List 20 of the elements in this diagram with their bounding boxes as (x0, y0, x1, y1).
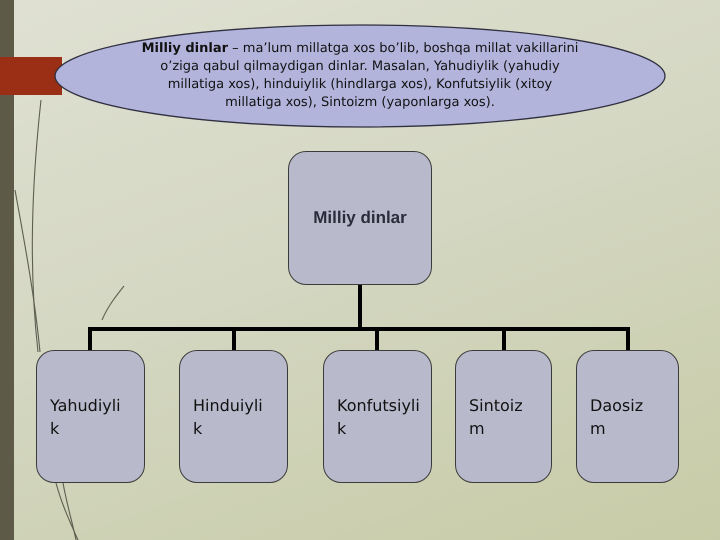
category-box (179, 350, 288, 483)
box-label: Konfutsiylik (337, 394, 421, 440)
connector-line (375, 331, 379, 350)
box-label: Milliy dinlar (312, 208, 408, 228)
box-label: Hinduiylik (193, 394, 264, 440)
connector-line (88, 285, 630, 331)
connector-line (626, 331, 630, 350)
box-label: Yahudiylik (50, 394, 122, 440)
definition-ellipse (54, 24, 666, 128)
box-label: Sintoizm (469, 394, 524, 440)
category-box (323, 350, 432, 483)
definition-text: Milliy dinlar – ma’lum millatga xos bo’lib, boshqa millat vakillarini o’ziga qabul qilmaydigan dinlar. Masalan, Yahudiylik (yahudiy millatiga xos), hinduiylik (hindlarga xos), Konfutsiylik (xitoy millatiga xos), Sintoizm (yaponlarga xos). (140, 40, 580, 112)
box-label: Daosizm (590, 394, 644, 440)
connector-line (232, 331, 236, 350)
category-box (576, 350, 679, 483)
category-box (455, 350, 552, 483)
root-box (288, 151, 432, 285)
category-box (36, 350, 145, 483)
connector-line (502, 331, 506, 350)
connector-line (88, 331, 92, 350)
